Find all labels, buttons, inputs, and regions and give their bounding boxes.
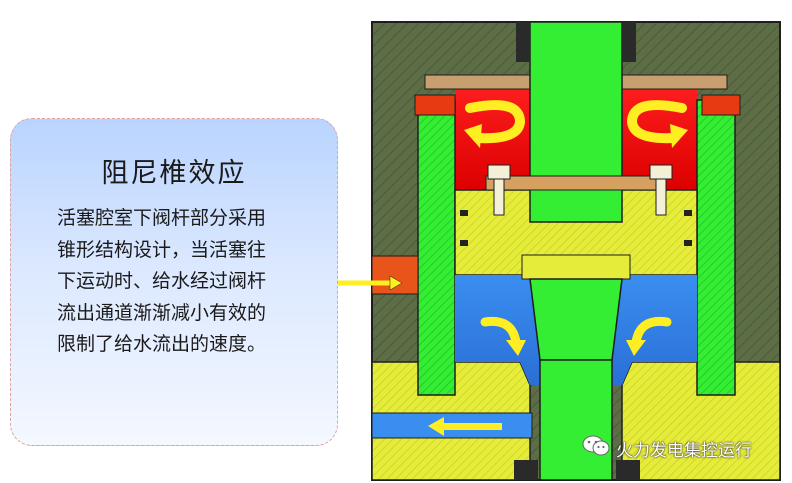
outlet-arrow-shaft (442, 423, 502, 430)
seal-mark (684, 240, 692, 246)
card-line: 锥形结构设计，当活塞往 (57, 238, 267, 261)
packing-bottom-right (616, 460, 640, 480)
sleeve-left (417, 99, 456, 396)
valve-stem-bottom (539, 359, 613, 481)
bolt-left (487, 164, 511, 216)
side-inlet (371, 255, 419, 295)
card-line: 活塞腔室下阀杆部分采用 (57, 207, 267, 229)
packing-bottom-left (514, 460, 538, 480)
swirl-arrow-right (626, 100, 687, 144)
sleeve-right (696, 99, 736, 396)
valve-stem-taper (529, 278, 623, 361)
flow-arrow-left (480, 316, 521, 347)
seat-ring-upper (485, 175, 667, 191)
card-body: 活塞腔室下阀杆部分采用 锥形结构设计，当活塞往 下运动时、给水经过阀杆 流出通道… (57, 203, 327, 361)
card-line: 流出通道渐渐减小有效的 (57, 301, 267, 324)
watermark: 火力发电集控运行 (582, 435, 752, 461)
swirl-arrowhead-left (464, 124, 482, 148)
bolt-right (649, 164, 673, 216)
inlet-arrowhead (389, 275, 403, 291)
card-line: 下运动时、给水经过阀杆 (57, 270, 267, 292)
inlet-port-right (701, 94, 741, 116)
info-card: 阻尼椎效应 活塞腔室下阀杆部分采用 锥形结构设计，当活塞往 下运动时、给水经过阀… (10, 118, 338, 446)
seal-mark (684, 210, 692, 216)
card-line: 限制了给水流出的速度。 (57, 333, 267, 355)
card-title: 阻尼椎效应 (101, 158, 247, 189)
swirl-arrowhead-right (670, 124, 688, 148)
valve-stem-top (529, 21, 623, 223)
wechat-icon (582, 435, 610, 461)
swirl-arrow-left (465, 100, 526, 144)
watermark-text: 火力发电集控运行 (616, 440, 752, 461)
flow-arrow-right (631, 316, 672, 347)
valve-stem-collar (521, 254, 631, 280)
packing-top-left (516, 22, 530, 62)
inlet-port-left (414, 94, 456, 116)
flow-arrowhead-left (506, 340, 526, 356)
packing-top-right (622, 22, 636, 62)
flow-arrowhead-right (626, 340, 646, 356)
seal-mark (460, 240, 468, 246)
outlet-arrowhead (428, 417, 444, 436)
seal-mark (460, 210, 468, 216)
